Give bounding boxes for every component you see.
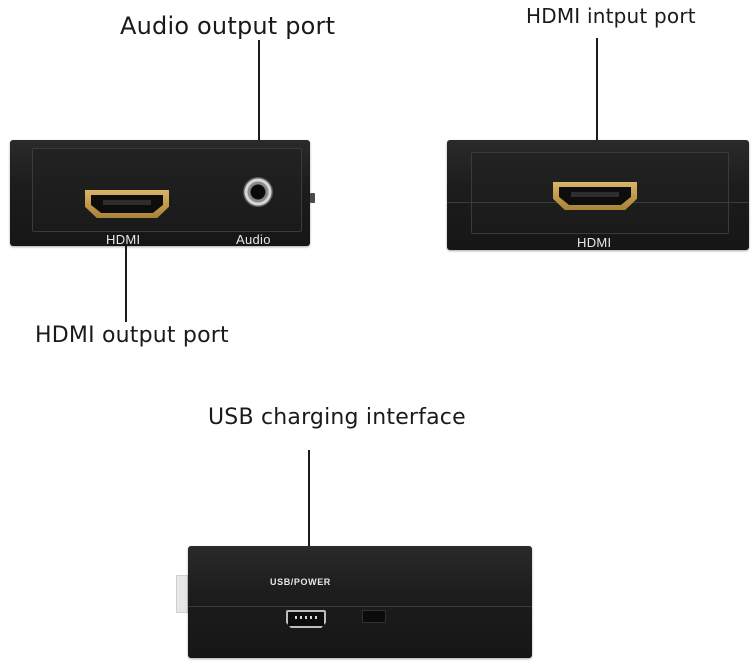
audio-output-leader	[258, 40, 260, 140]
indicator-slot	[362, 610, 386, 623]
hdmi-output-leader	[125, 246, 127, 322]
mini-usb-port	[286, 610, 326, 628]
usb-charging-leader	[308, 450, 310, 548]
faint-tab	[176, 575, 188, 613]
usb-power-label: USB/POWER	[270, 577, 331, 587]
converter-output-side: HDMI Audio	[10, 140, 310, 247]
converter-power-side: USB/POWER	[188, 546, 532, 658]
power-side-seam	[188, 606, 532, 607]
usb-charging-callout: USB charging interface	[208, 405, 466, 430]
hdmi-input-callout: HDMI intput port	[526, 4, 696, 28]
hdmi-input-leader	[596, 38, 598, 140]
audio-label: Audio	[236, 232, 271, 247]
audio-jack-port	[243, 177, 273, 207]
hdmi-output-port	[85, 190, 169, 218]
hdmi-input-label: HDMI	[577, 235, 612, 250]
audio-output-callout: Audio output port	[120, 12, 336, 40]
hdmi-input-port	[553, 182, 637, 210]
hdmi-output-callout: HDMI output port	[35, 323, 229, 348]
side-nub	[310, 193, 315, 203]
converter-input-side: HDMI	[447, 140, 749, 250]
hdmi-output-label: HDMI	[106, 232, 141, 247]
